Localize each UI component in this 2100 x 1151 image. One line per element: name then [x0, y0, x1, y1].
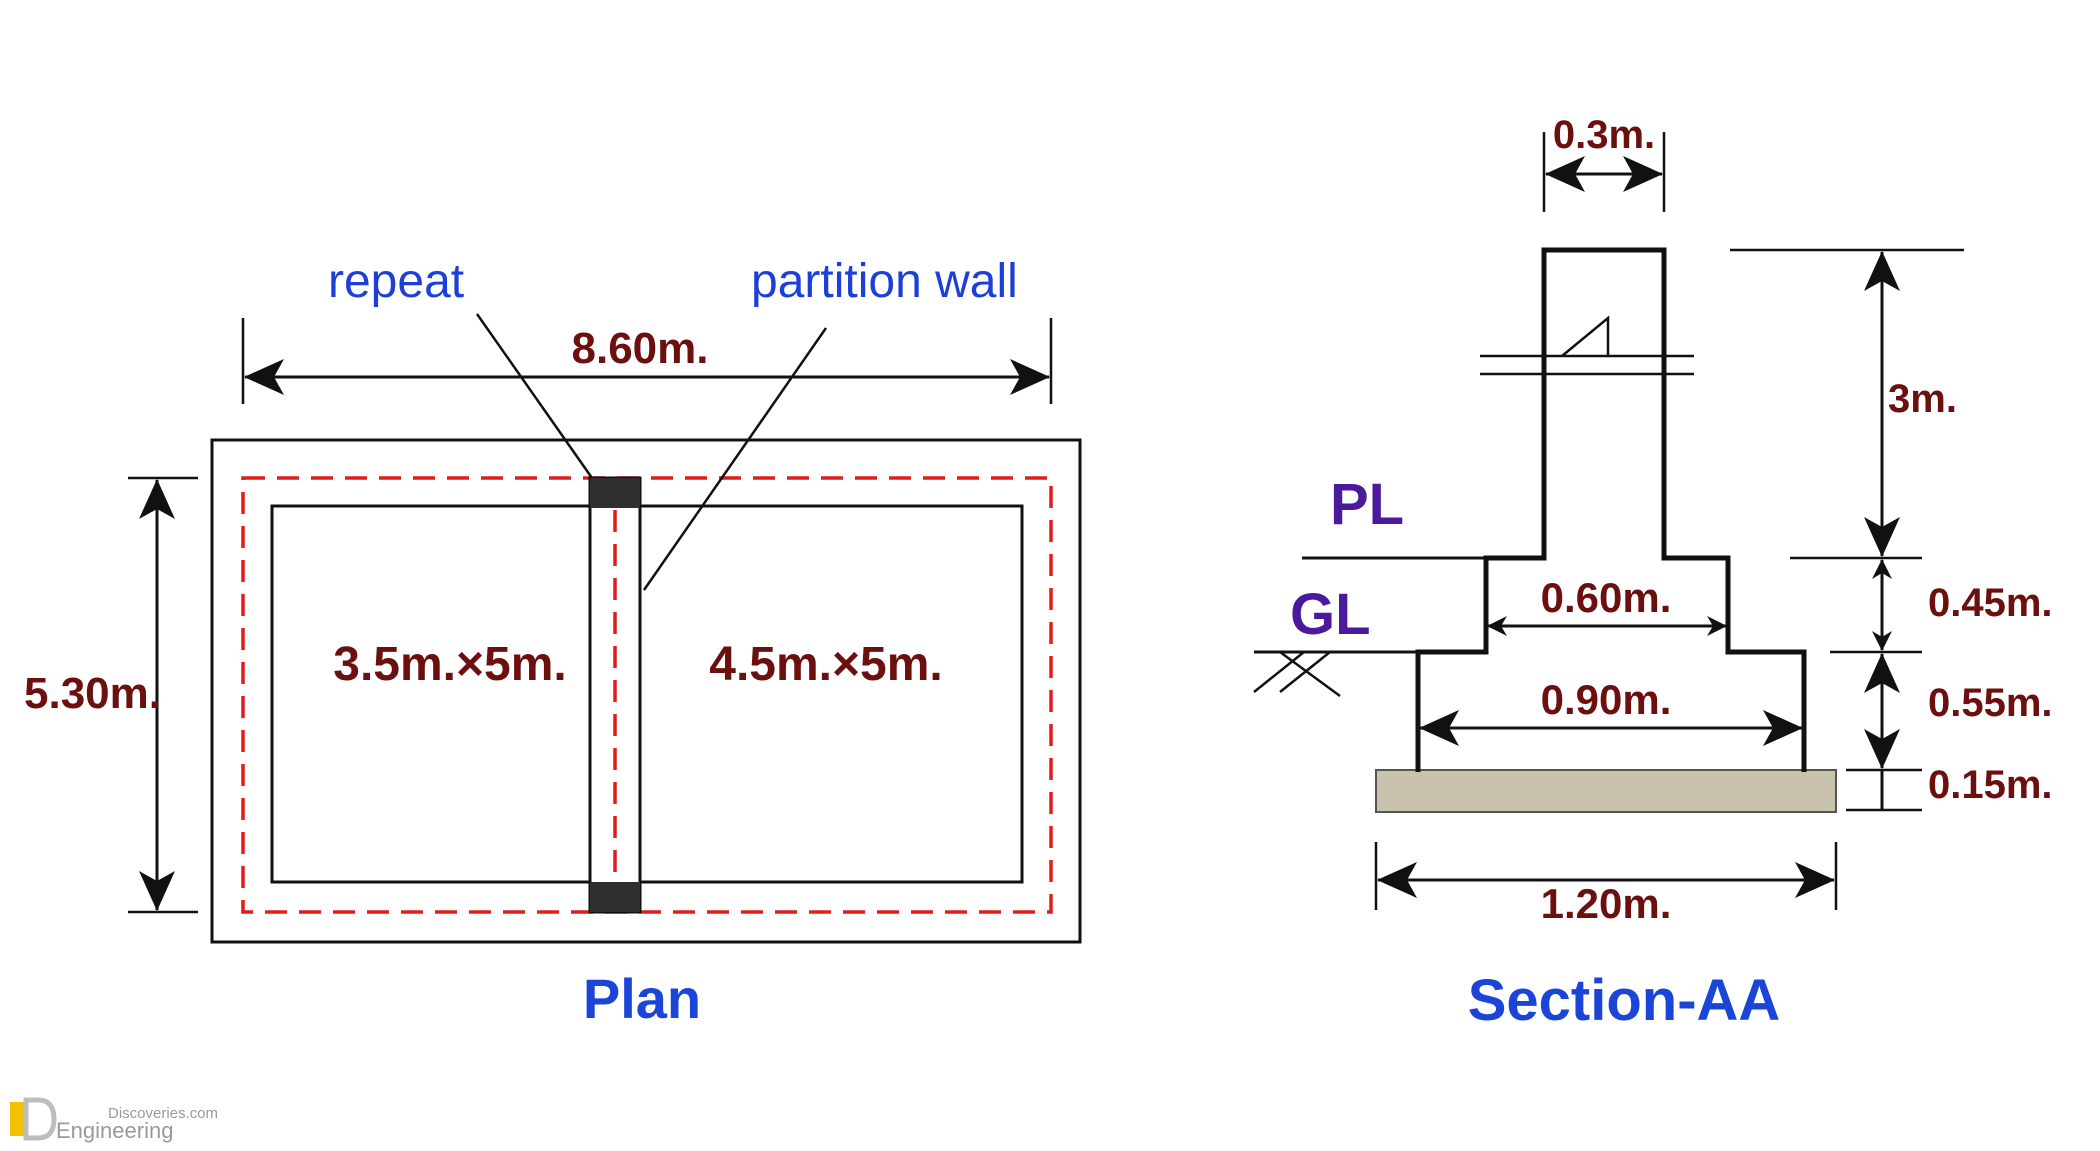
plan-drawing: repeat partition wall 8.60m. 5.30m. 3.5m…	[24, 255, 1082, 1030]
left-room-label: 3.5m.×5m.	[333, 638, 566, 691]
plan-outer-wall	[210, 438, 1082, 944]
step1-width-label: 0.60m.	[1541, 574, 1672, 621]
plan-inner-wall	[270, 504, 1024, 884]
watermark-line2: Engineering	[56, 1118, 173, 1143]
concrete-base	[1375, 769, 1837, 813]
section-drawing: 0.3m. 3m. PL GL 0.60m. 0.90m. 1.20m. 0.4…	[1253, 113, 2053, 1033]
watermark-line1: Discoveries.com	[108, 1105, 218, 1122]
section-title: Section-AA	[1468, 968, 1781, 1033]
plan-centerline	[241, 476, 1053, 914]
ground-hatch-symbol	[1253, 650, 1341, 698]
base-width-label: 1.20m.	[1541, 880, 1672, 927]
logo-d-icon	[23, 1097, 57, 1141]
wall-height-label: 3m.	[1888, 377, 1957, 421]
pl-label: PL	[1330, 472, 1404, 537]
plan-title: Plan	[583, 967, 701, 1030]
partition-wall-label: partition wall	[751, 255, 1018, 308]
logo-mark-icon	[10, 1102, 24, 1136]
width-dim-label: 5.30m.	[24, 669, 161, 718]
watermark-logo: Discoveries.com Engineering	[10, 1097, 218, 1143]
repeat-label: repeat	[328, 255, 464, 308]
length-dim-label: 8.60m.	[572, 324, 709, 373]
step1-depth-label: 0.45m.	[1928, 581, 2053, 625]
step2-depth-label: 0.55m.	[1928, 681, 2053, 725]
step2-width-label: 0.90m.	[1541, 676, 1672, 723]
footing-profile	[1415, 247, 1807, 772]
wall-thickness-label: 0.3m.	[1553, 113, 1655, 157]
gl-label: GL	[1290, 582, 1371, 647]
partition-top-block	[590, 478, 640, 508]
wall-break-symbol	[1561, 315, 1610, 357]
right-room-label: 4.5m.×5m.	[709, 638, 942, 691]
repeat-leader	[475, 313, 594, 479]
base-depth-label: 0.15m.	[1928, 763, 2053, 807]
partition-bottom-block	[590, 882, 640, 912]
